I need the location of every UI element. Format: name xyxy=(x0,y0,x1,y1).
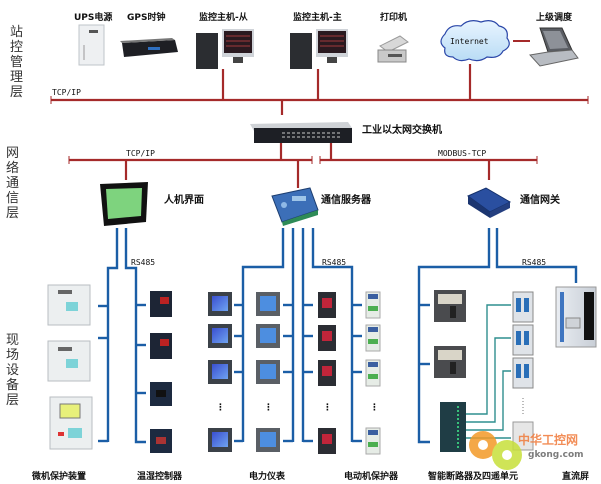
ellipsis-icon: ⋮ xyxy=(323,403,332,413)
protection-device-icon xyxy=(47,284,91,326)
motor-protector-module-icon xyxy=(365,359,381,387)
laptop-icon xyxy=(529,27,579,67)
station-layer: UPS电源 GPS时钟 监控主机-从 监控主机-主 打印机 上级调度 xyxy=(50,11,589,115)
layer-label-network: 网 络 通 信 层 xyxy=(6,146,19,221)
power-meter-icon xyxy=(208,428,232,452)
network-bus-left-label: TCP/IP xyxy=(126,149,155,158)
layer-char: 络 xyxy=(6,160,19,176)
protection-device-icon xyxy=(47,340,91,382)
motor-protector-module-icon xyxy=(365,324,381,352)
printer-icon xyxy=(377,35,409,63)
power-meter-icon xyxy=(208,324,232,348)
layer-char: 通 xyxy=(6,176,19,191)
molded-case-breaker-icon xyxy=(512,357,534,389)
motor-protector-icon xyxy=(318,360,336,386)
network-layer: 工业以太网交换机 TCP/IP MODBUS-TCP 人机界面 xyxy=(68,122,560,226)
internet-label: Internet xyxy=(450,37,489,46)
protection-device-icon xyxy=(49,396,93,450)
ups-device-icon xyxy=(78,24,105,66)
printer-label: 打印机 xyxy=(380,11,407,23)
molded-case-breaker-icon xyxy=(512,324,534,356)
air-circuit-breaker-icon xyxy=(434,346,466,378)
group-label-breaker-remote: 智能断路器及四遥单元 xyxy=(428,470,518,482)
layer-char: 站 xyxy=(10,25,23,40)
power-meter-icon xyxy=(256,292,280,316)
ellipsis-icon: ⋮ xyxy=(264,403,273,413)
power-meter-icon xyxy=(208,292,232,316)
temp-humidity-controller-icon xyxy=(150,291,172,317)
gps-label: GPS时钟 xyxy=(127,11,165,23)
temp-humidity-controller-icon xyxy=(150,382,172,406)
group-label-protection: 微机保护装置 xyxy=(31,470,86,482)
four-remote-unit-icon xyxy=(440,402,466,452)
ellipsis-icon: ⋮ xyxy=(216,403,225,413)
molded-case-breaker-icon xyxy=(512,421,534,451)
rs485-server-label: RS485 xyxy=(322,258,346,267)
layer-char: 层 xyxy=(6,206,19,221)
ellipsis-icon: ⋮ xyxy=(370,403,379,413)
station-bus-label: TCP/IP xyxy=(52,88,81,97)
monitor-master-icon xyxy=(290,29,348,69)
layer-char: 备 xyxy=(6,377,19,393)
layer-char: 场 xyxy=(6,348,19,363)
watermark-url: gkong.com xyxy=(528,450,584,460)
ups-label: UPS电源 xyxy=(74,11,112,23)
layer-char: 现 xyxy=(6,333,19,348)
comm-server-icon xyxy=(271,187,319,226)
layer-char: 设 xyxy=(6,363,19,378)
layer-char: 网 xyxy=(6,146,19,161)
layer-label-field: 现 场 设 备 层 xyxy=(6,333,19,408)
layer-char: 理 xyxy=(10,70,23,85)
internet-cloud-icon: Internet xyxy=(440,20,510,62)
comm-gateway-label: 通信网关 xyxy=(520,193,560,206)
group-label-motor-protector: 电动机保护器 xyxy=(344,470,399,482)
group-label-temp-humidity: 温湿控制器 xyxy=(137,470,183,482)
power-meter-icon xyxy=(208,360,232,384)
rs485-wiring xyxy=(98,228,578,444)
group-label-dc-panel: 直流屏 xyxy=(562,470,589,482)
teal-wiring xyxy=(466,304,511,439)
molded-case-breaker-icon xyxy=(512,291,534,323)
ethernet-switch-icon xyxy=(250,122,352,143)
network-ethernet-bus xyxy=(68,143,538,188)
power-meter-icon xyxy=(256,360,280,384)
motor-protector-icon xyxy=(318,428,336,454)
layer-char: 层 xyxy=(6,393,19,408)
monitor-slave-icon xyxy=(196,29,254,69)
motor-protector-module-icon xyxy=(365,427,381,455)
field-devices: ⋮ ⋮ ⋮ ⋮ xyxy=(47,284,597,470)
gps-clock-icon xyxy=(120,38,178,57)
watermark-logo: 中华工控网 gkong.com xyxy=(469,431,584,470)
rs485-gateway-label: RS485 xyxy=(522,258,546,267)
air-circuit-breaker-icon xyxy=(434,290,466,322)
motor-protector-icon xyxy=(318,292,336,318)
upper-dispatch-label: 上级调度 xyxy=(536,11,573,23)
group-label-power-meter: 电力仪表 xyxy=(249,470,286,482)
motor-protector-module-icon xyxy=(365,291,381,319)
network-bus-right-label: MODBUS-TCP xyxy=(438,149,486,158)
temp-humidity-controller-icon xyxy=(150,429,172,453)
monitor-master-label: 监控主机-主 xyxy=(293,11,342,23)
hmi-panel-icon xyxy=(100,182,148,226)
power-meter-icon xyxy=(256,428,280,452)
hmi-label: 人机界面 xyxy=(164,193,204,206)
station-ethernet-bus xyxy=(50,64,589,115)
layer-char: 控 xyxy=(10,40,23,55)
watermark-title: 中华工控网 xyxy=(518,432,578,447)
temp-humidity-controller-icon xyxy=(150,333,172,359)
motor-protector-icon xyxy=(318,325,336,351)
monitor-slave-label: 监控主机-从 xyxy=(199,11,248,23)
switch-label: 工业以太网交换机 xyxy=(362,123,442,136)
dc-panel-icon xyxy=(555,286,597,348)
field-group-labels: 微机保护装置 温湿控制器 电力仪表 电动机保护器 智能断路器及四遥单元 直流屏 xyxy=(31,470,589,482)
layer-label-station: 站 控 管 理 层 xyxy=(10,25,23,100)
power-meter-icon xyxy=(256,324,280,348)
rs485-hmi-label: RS485 xyxy=(131,258,155,267)
comm-server-label: 通信服务器 xyxy=(321,193,372,206)
layer-char: 层 xyxy=(10,85,23,100)
layer-char: 信 xyxy=(6,191,19,206)
layer-char: 管 xyxy=(10,55,23,70)
comm-gateway-icon xyxy=(467,187,512,218)
